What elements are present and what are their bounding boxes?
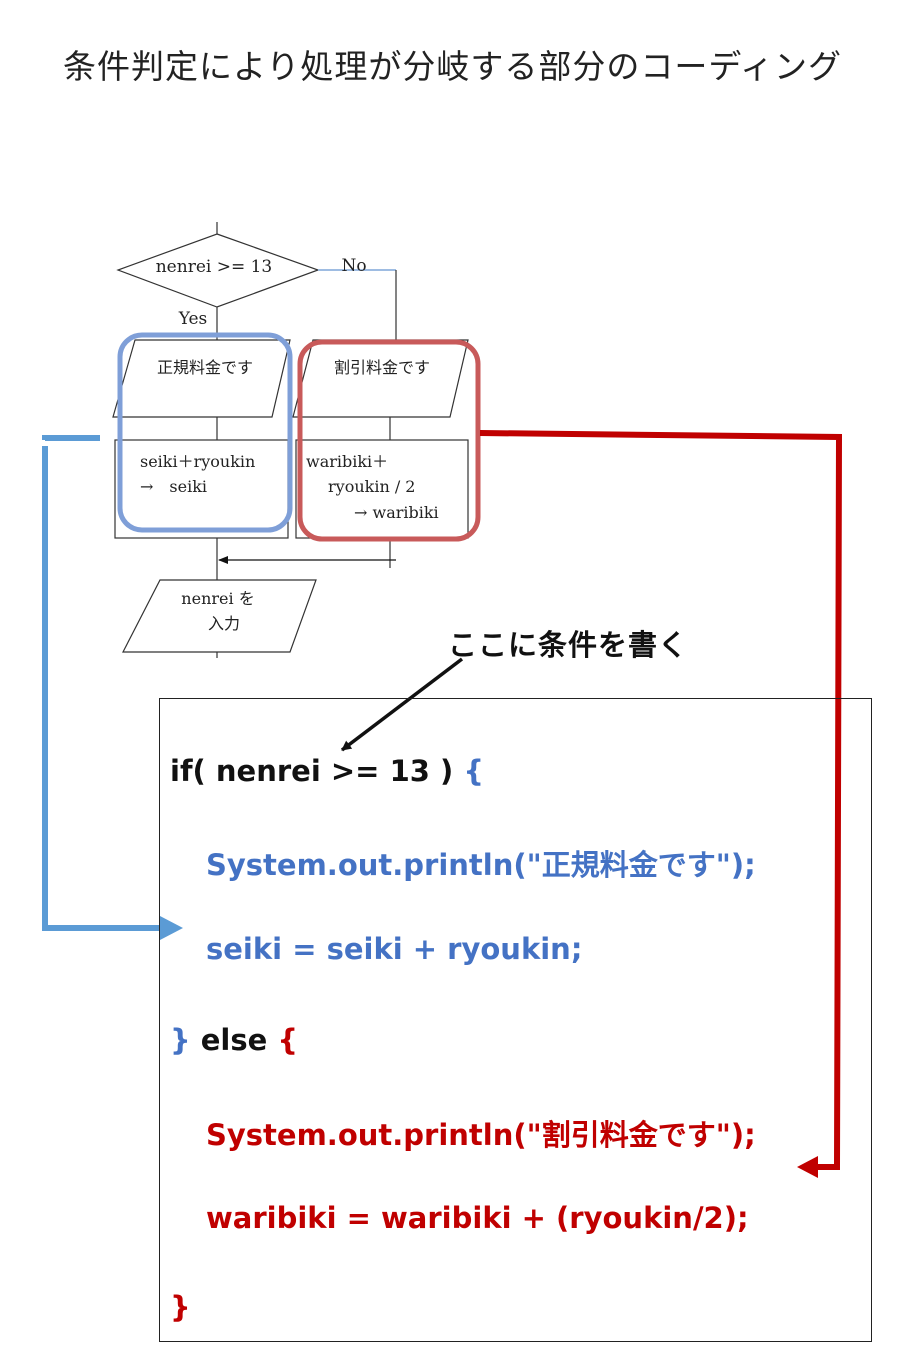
page-title: 条件判定により処理が分岐する部分のコーディング [62,47,843,86]
red-highlight-frame [297,339,481,542]
input-line1: nenrei を [181,589,254,608]
output-discount-label: 割引料金です [334,358,430,377]
code-if-line: if( nenrei >= 13 ) { [170,754,484,788]
input-shape [122,579,317,653]
process-discount-line3: → waribiki [354,503,439,522]
code-discount-assign: waribiki = waribiki + (ryoukin/2); [206,1201,749,1235]
code-if-open-brace: { [453,754,485,788]
decision-label: nenrei >= 13 [156,257,273,277]
code-if-keyword: if( nenrei >= 13 ) [170,754,454,788]
process-discount-line2: ryoukin / 2 [328,477,415,496]
yes-label: Yes [178,309,208,329]
code-else-keyword: else [190,1023,278,1057]
blue-connector-line [42,446,160,931]
code-else-line: } else { [170,1023,298,1057]
blue-highlight-frame [117,332,293,533]
code-regular-assign: seiki = seiki + ryoukin; [206,932,583,966]
note-arrow [340,657,464,752]
blue-connector-top [42,435,100,441]
output-regular-shape [112,339,291,418]
process-regular-line2: → seiki [140,477,207,496]
output-regular-label: 正規料金です [157,358,253,377]
annotation-note: ここに条件を書く [448,628,689,662]
no-label: No [341,256,366,276]
blue-connector-arrowhead [160,916,183,940]
code-else-open-brace: { [277,1023,299,1057]
code-regular-println: System.out.println("正規料金です"); [206,848,756,882]
process-regular-line1: seiki＋ryoukin [140,452,255,471]
red-connector-line [479,430,843,1170]
input-line2: 入力 [208,614,240,633]
code-discount-println: System.out.println("割引料金です"); [206,1118,756,1152]
red-connector-arrowhead [797,1156,818,1178]
code-if-close-brace: } [170,1023,191,1057]
code-box [159,698,872,1342]
process-discount-line1: waribiki＋ [306,452,388,471]
output-discount-shape [292,339,469,418]
code-else-close-brace: } [170,1290,191,1324]
